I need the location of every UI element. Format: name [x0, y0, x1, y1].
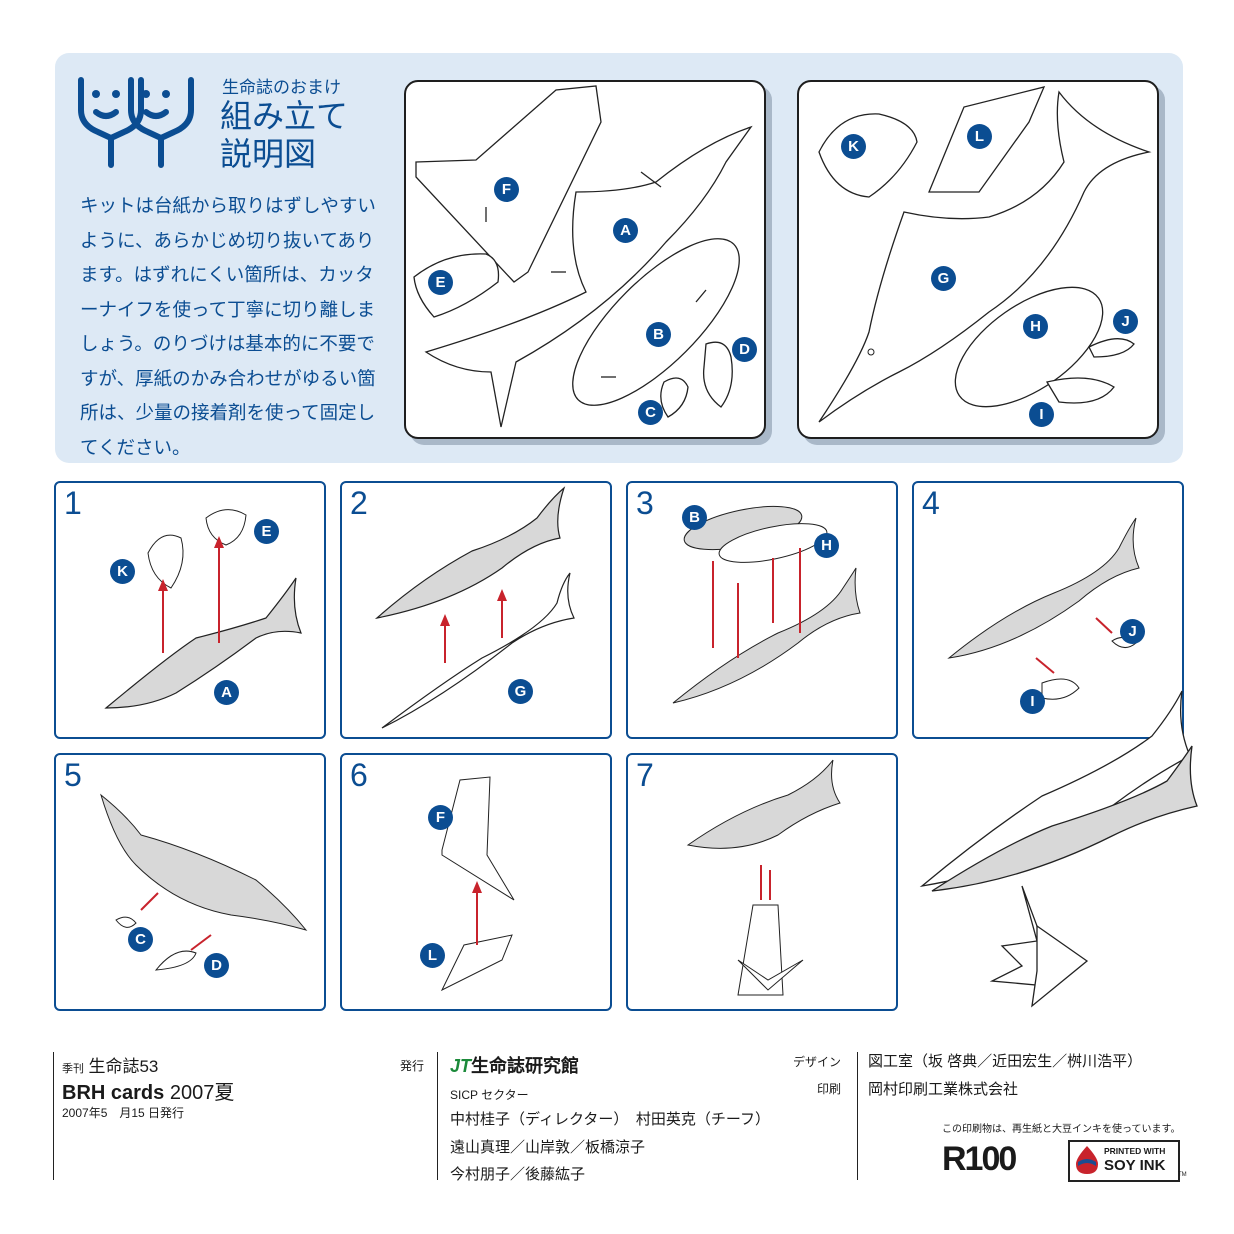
- soy-ink-logo: PRINTED WITH SOY INK: [1068, 1140, 1180, 1182]
- step-number: 1: [64, 485, 82, 521]
- design-label: デザイン: [793, 1055, 842, 1069]
- step-number: 7: [636, 757, 654, 793]
- publisher-label: 発行: [400, 1059, 425, 1073]
- step-2-panel: 2 G: [340, 481, 612, 739]
- badge-k: K: [841, 134, 866, 159]
- footer-series: 季刊 生命誌53: [62, 1052, 158, 1077]
- footer-brand-line: BRH cards 2007夏: [62, 1076, 234, 1105]
- badge-j: J: [1120, 619, 1145, 644]
- badge-e: E: [428, 270, 453, 295]
- part-e-shape: [413, 253, 500, 318]
- part-d-shape: [702, 341, 733, 408]
- step-number: 2: [350, 485, 368, 521]
- step-number: 4: [922, 485, 940, 521]
- part-a-shape: [424, 125, 753, 428]
- badge-k: K: [110, 559, 135, 584]
- step-number: 5: [64, 757, 82, 793]
- badge-l: L: [967, 124, 992, 149]
- step-3-panel: 3 B H: [626, 481, 898, 739]
- design-credit: 図工室（坂 啓典／近田宏生／桝川浩平）: [868, 1053, 1143, 1070]
- badge-c: C: [128, 927, 153, 952]
- badge-b: B: [646, 322, 671, 347]
- step-6-drawing: [440, 776, 515, 992]
- eco-note: この印刷物は、再生紙と大豆インキを使っています。: [942, 1124, 1181, 1135]
- soy-flag-icon: [1076, 1146, 1098, 1174]
- step-5-drawing: [100, 793, 308, 971]
- badge-g: G: [508, 679, 533, 704]
- soy-tm: TM: [1178, 1172, 1187, 1178]
- publisher-name: 生命誌研究館: [471, 1056, 580, 1076]
- parts-sheet-right: K L G H J I: [797, 80, 1159, 439]
- part-g-shape: [818, 90, 1152, 423]
- print-label: 印刷: [817, 1082, 842, 1096]
- page-title: 組み立て 説明図: [220, 97, 348, 173]
- footer-divider-2: [437, 1052, 438, 1180]
- staff-line-2: 遠山真理／山岸敦／板橋涼子: [450, 1139, 646, 1156]
- step-3-drawing: [672, 505, 861, 704]
- title-line-1: 組み立て: [220, 97, 349, 135]
- finished-model-illustration: [919, 690, 1198, 1008]
- brh-logo-icon: [78, 77, 194, 168]
- badge-i: I: [1029, 402, 1054, 427]
- badge-a: A: [613, 218, 638, 243]
- staff-line-3: 今村朋子／後藤紘子: [450, 1166, 586, 1183]
- badge-j: J: [1113, 309, 1138, 334]
- print-credit: 岡村印刷工業株式会社: [868, 1081, 1019, 1098]
- parts-sheet-left: F A E B D C: [404, 80, 766, 439]
- title-line-2: 説明図: [220, 135, 317, 173]
- issue-date: 2007年5 月15 日発行: [62, 1106, 185, 1120]
- step-4-drawing: [947, 517, 1140, 700]
- parts-left-drawing: [413, 85, 753, 428]
- part-i-shape: [1045, 377, 1115, 404]
- badge-d: D: [204, 953, 229, 978]
- badge-d: D: [732, 337, 757, 362]
- series-small: 季刊: [62, 1063, 84, 1075]
- step-2-drawing: [374, 486, 575, 729]
- badge-f: F: [428, 805, 453, 830]
- parts-right-drawing: [818, 86, 1152, 423]
- step-7-drawing: [686, 759, 841, 996]
- sector: SICP セクター: [450, 1088, 529, 1102]
- header-eyebrow: 生命誌のおまけ: [222, 78, 341, 98]
- step-5-panel: 5 C D: [54, 753, 326, 1011]
- badge-a: A: [214, 680, 239, 705]
- badge-f: F: [494, 177, 519, 202]
- jt-logo: JT: [450, 1056, 472, 1076]
- publisher: JT生命誌研究館: [450, 1052, 579, 1078]
- r100-logo: R100: [942, 1140, 1017, 1178]
- step-number: 3: [636, 485, 654, 521]
- badge-b: B: [682, 505, 707, 530]
- badge-h: H: [1023, 314, 1048, 339]
- badge-g: G: [931, 266, 956, 291]
- footer-divider-1: [53, 1052, 54, 1180]
- step-1-panel: 1 K E A: [54, 481, 326, 739]
- badge-h: H: [814, 533, 839, 558]
- step-7-panel: 7: [626, 753, 898, 1011]
- staff-line-1: 中村桂子（ディレクター） 村田英克（チーフ）: [450, 1111, 770, 1128]
- step-6-panel: 6 F L: [340, 753, 612, 1011]
- part-k-shape: [818, 113, 918, 198]
- season: 2007夏: [169, 1082, 235, 1104]
- badge-c: C: [638, 400, 663, 425]
- badge-l: L: [420, 943, 445, 968]
- part-j-shape: [1088, 338, 1135, 358]
- intro-text: キットは台紙から取りはずしやすいように、あらかじめ切り抜いてあります。はずれにく…: [80, 196, 376, 459]
- series-title: 生命誌53: [88, 1057, 159, 1076]
- step-number: 6: [350, 757, 368, 793]
- soy-line-1: PRINTED WITH: [1104, 1146, 1166, 1156]
- step-4-panel: 4 J I: [912, 481, 1184, 739]
- footer-divider-3: [857, 1052, 858, 1180]
- soy-line-2: SOY INK: [1104, 1157, 1166, 1174]
- badge-e: E: [254, 519, 279, 544]
- step-1-drawing: [104, 509, 302, 709]
- badge-i: I: [1020, 689, 1045, 714]
- part-c-shape: [660, 377, 689, 418]
- brand-name: BRH cards: [62, 1082, 165, 1104]
